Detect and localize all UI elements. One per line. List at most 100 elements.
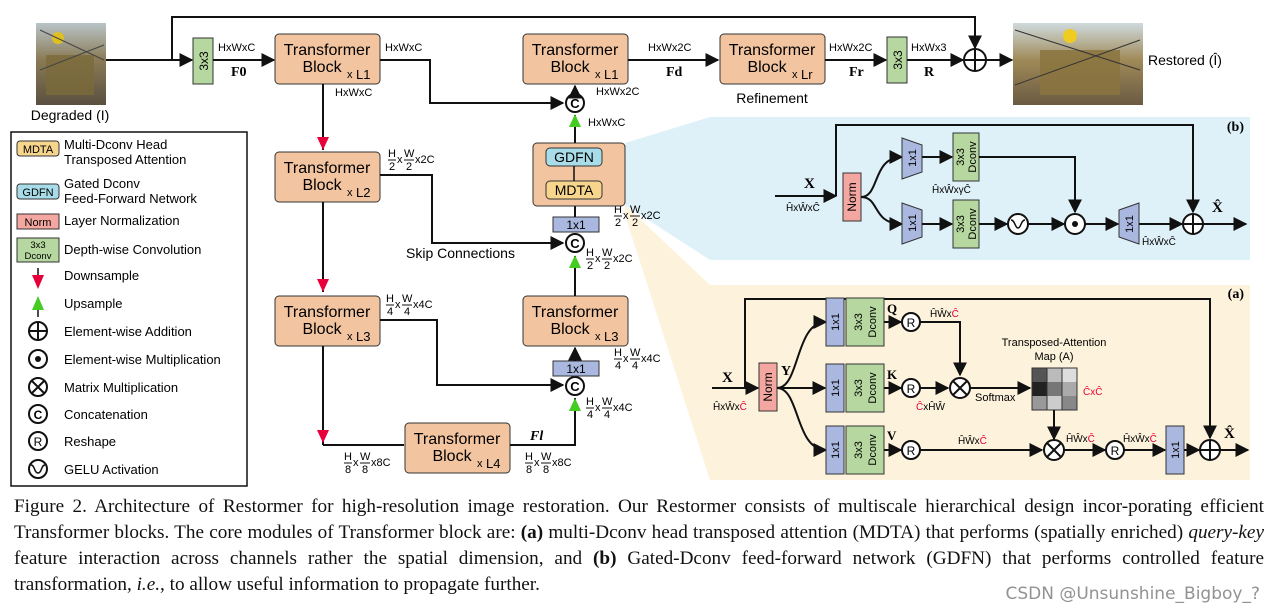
- svg-text:8: 8: [345, 464, 351, 476]
- svg-text:ĤxŴxĈ: ĤxŴxĈ: [713, 400, 747, 413]
- svg-text:Norm: Norm: [845, 182, 859, 211]
- svg-text:Dconv: Dconv: [967, 141, 979, 173]
- svg-text:Block: Block: [302, 177, 342, 194]
- gelu-icon: [1007, 213, 1029, 235]
- svg-text:H: H: [388, 148, 396, 160]
- svg-text:x2C: x2C: [415, 154, 435, 166]
- downsample-arrow-2: [317, 279, 329, 292]
- svg-text:Dconv: Dconv: [25, 251, 52, 262]
- dconv-chip: [16, 237, 60, 263]
- svg-text:R: R: [907, 316, 916, 330]
- skip-l1: [380, 59, 565, 110]
- svg-text:Layer Normalization: Layer Normalization: [64, 213, 180, 228]
- svg-text:1x1: 1x1: [1170, 441, 1182, 459]
- svg-text:Block: Block: [432, 448, 472, 465]
- svg-text:1x1: 1x1: [907, 149, 919, 167]
- svg-text:Gated Dconv: Gated Dconv: [64, 176, 140, 191]
- svg-text:2: 2: [604, 260, 610, 272]
- svg-text:V: V: [887, 428, 897, 443]
- concat-icon-3: C: [565, 376, 585, 396]
- svg-text:R: R: [1111, 444, 1120, 458]
- svg-text:MDTA: MDTA: [23, 144, 54, 156]
- svg-text:3x3: 3x3: [853, 379, 865, 397]
- svg-text:Depth-wise Convolution: Depth-wise Convolution: [64, 242, 201, 257]
- svg-text:Norm: Norm: [761, 372, 775, 401]
- dim-hw3: HxWx3: [911, 42, 946, 54]
- svg-text:x4C: x4C: [413, 299, 433, 311]
- svg-text:Transformer: Transformer: [414, 431, 501, 448]
- svg-text:2: 2: [587, 260, 593, 272]
- upsample-arrow-icon: [32, 296, 44, 317]
- svg-text:x: x: [595, 253, 601, 265]
- svg-text:x4C: x4C: [641, 353, 661, 365]
- svg-text:4: 4: [632, 360, 638, 372]
- svg-text:1x1: 1x1: [907, 214, 919, 232]
- svg-text:H: H: [525, 451, 533, 463]
- downsample-arrow-3: [317, 430, 329, 443]
- svg-text:Transformer: Transformer: [284, 304, 371, 321]
- svg-text:GELU Activation: GELU Activation: [64, 462, 159, 477]
- svg-text:Feed-Forward Network: Feed-Forward Network: [64, 191, 197, 206]
- svg-text:Matrix Multiplication: Matrix Multiplication: [64, 380, 178, 395]
- svg-text:L4: L4: [486, 456, 500, 471]
- svg-text:2: 2: [615, 217, 621, 229]
- svg-text:L3: L3: [356, 329, 370, 344]
- svg-text:Transformer: Transformer: [284, 42, 371, 59]
- svg-text:x: x: [347, 331, 353, 343]
- gdfn-chip: [16, 183, 60, 200]
- downsample-arrow-1: [317, 137, 329, 150]
- svg-text:Norm: Norm: [25, 217, 52, 229]
- dim-hwc-1: HxWxC: [218, 42, 255, 54]
- svg-text:Block: Block: [550, 59, 590, 76]
- encoder-block-l3: Transformer Block x L3: [274, 295, 381, 347]
- svg-text:8: 8: [526, 464, 532, 476]
- decoder-block-l2-expanded: GDFN MDTA: [532, 142, 626, 207]
- svg-text:3x3: 3x3: [955, 148, 967, 166]
- concat-icon-2: C: [565, 233, 585, 253]
- svg-text:Block: Block: [302, 321, 342, 338]
- svg-text:8: 8: [543, 464, 549, 476]
- global-residual-line: [171, 16, 982, 60]
- svg-text:H: H: [586, 247, 594, 259]
- watermark: CSDN @Unsunshine_Bigboy_?: [1005, 584, 1260, 604]
- svg-text:Block: Block: [550, 321, 590, 338]
- svg-text:2: 2: [632, 217, 638, 229]
- svg-text:R: R: [907, 444, 916, 458]
- svg-text:Softmax: Softmax: [975, 392, 1016, 404]
- upsample-arrow-3: [569, 114, 581, 127]
- svg-text:3x3: 3x3: [197, 51, 211, 71]
- var-fd: Fd: [666, 65, 683, 80]
- svg-text:R: R: [907, 382, 916, 396]
- svg-text:X: X: [804, 176, 815, 192]
- conv1x1-l3: 1x1: [552, 360, 600, 377]
- svg-text:W: W: [630, 204, 641, 216]
- dim-up3: H4 x W4 x4C: [586, 396, 633, 421]
- var-r: R: [924, 65, 935, 80]
- svg-text:Downsample: Downsample: [64, 268, 139, 283]
- svg-text:H: H: [614, 347, 622, 359]
- svg-text:3x3: 3x3: [30, 240, 45, 251]
- svg-text:C: C: [570, 379, 580, 394]
- gdfn-detail: X ĤxŴxĈ Norm 1x1 3x3 Dconv ĤxŴxγĈ 1x1 3x…: [775, 124, 1248, 249]
- svg-text:2: 2: [389, 161, 395, 173]
- dim-l3: H4 x W4 x4C: [386, 293, 433, 318]
- svg-text:W: W: [602, 247, 613, 259]
- dim-up1: HxWxC: [588, 117, 625, 129]
- svg-text:W: W: [630, 347, 641, 359]
- svg-text:C: C: [34, 408, 43, 422]
- dim-hw2c-2: HxWx2C: [829, 42, 872, 54]
- dim-hwc-2: HxWxC: [385, 42, 422, 54]
- svg-text:Dconv: Dconv: [867, 434, 879, 466]
- svg-text:Element-wise Addition: Element-wise Addition: [64, 324, 192, 339]
- svg-text:ĤxŴxĈ: ĤxŴxĈ: [786, 201, 820, 214]
- legend: MDTA Multi-Dconv Head Transposed Attenti…: [10, 131, 248, 487]
- dim-hwc-3: HxWxC: [335, 87, 372, 99]
- svg-text:x: x: [353, 457, 359, 469]
- svg-text:X̂: X̂: [1212, 199, 1223, 216]
- dot-circle-icon: [28, 349, 48, 369]
- svg-text:Lr: Lr: [801, 67, 813, 82]
- svg-text:Block: Block: [747, 59, 787, 76]
- svg-text:GDFN: GDFN: [554, 149, 594, 165]
- svg-text:Transformer: Transformer: [284, 160, 371, 177]
- panel-a-label: (a): [1228, 287, 1245, 302]
